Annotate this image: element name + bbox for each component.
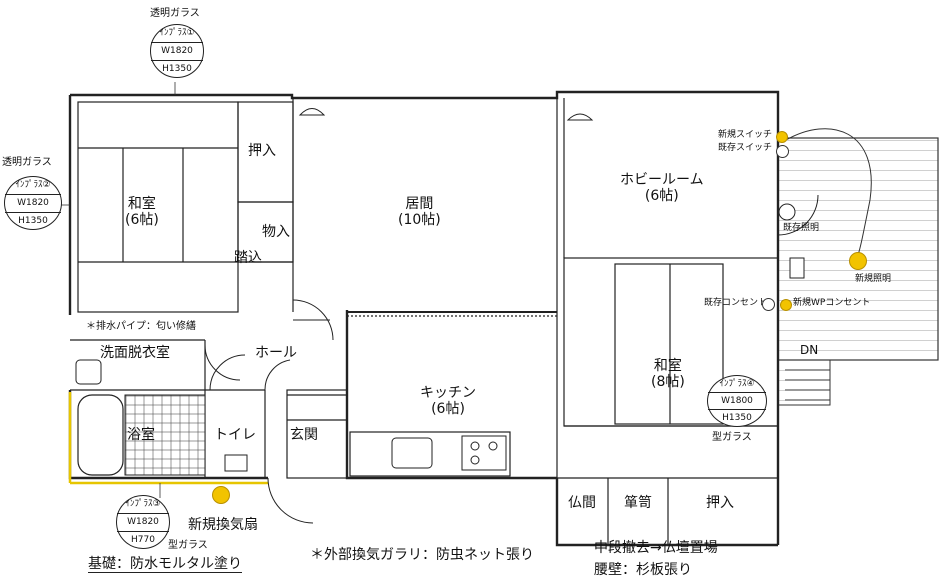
room-size: (6帖)	[125, 212, 159, 229]
old-outlet-marker	[762, 298, 775, 311]
room-name: 居間	[405, 196, 434, 212]
window-left-bubble: ｲﾝﾌﾟﾗｽ② W1820 H1350	[4, 176, 62, 230]
new-outlet-marker	[780, 299, 792, 311]
room-mono-ire: 物入	[262, 224, 290, 240]
window-code: ｲﾝﾌﾟﾗｽ④	[708, 376, 766, 393]
room-size: (6帖)	[644, 188, 679, 205]
bath-tile	[124, 394, 206, 476]
deck	[777, 137, 939, 406]
room-toilet: トイレ	[214, 427, 256, 443]
new-fan-marker	[212, 486, 230, 504]
wash-basin	[75, 359, 102, 385]
wainscot-note: 腰壁：杉板張り	[594, 562, 692, 578]
window-right-bubble: ｲﾝﾌﾟﾗｽ④ W1800 H1350	[707, 375, 767, 427]
window-bottom-note: 型ガラス	[168, 540, 208, 551]
vent-fixture	[298, 108, 326, 116]
window-right-note: 型ガラス	[712, 432, 752, 443]
old-outlet-label: 既存コンセント	[704, 298, 768, 308]
new-light-label: 新規照明	[855, 274, 892, 284]
room-butsuma: 仏間	[568, 495, 596, 511]
room-hobby: ホビールーム (6帖)	[620, 172, 704, 204]
window-height: H1350	[18, 216, 48, 226]
vent-fixture	[566, 113, 594, 121]
new-light-marker	[849, 252, 867, 270]
window-width: W1820	[117, 514, 169, 532]
window-width: W1800	[708, 393, 766, 410]
window-width: W1820	[5, 195, 61, 213]
room-senmen: 洗面脱衣室	[100, 345, 170, 361]
room-ima: 居間 (10帖)	[398, 196, 441, 228]
shelf-note: 中段撤去→仏壇置場	[594, 540, 718, 556]
old-switch-marker	[776, 145, 789, 158]
foundation-note: 基礎：防水モルタル塗り	[88, 556, 242, 574]
room-name: ホビールーム	[620, 172, 704, 188]
window-code: ｲﾝﾌﾟﾗｽ③	[117, 496, 169, 514]
door-handle-circle	[778, 203, 796, 221]
room-oshiire-1: 押入	[248, 143, 276, 159]
inner-walls	[70, 98, 779, 545]
window-height: H770	[131, 535, 155, 545]
room-hall: ホール	[255, 345, 297, 361]
room-name: 和室	[653, 358, 682, 374]
window-code: ｲﾝﾌﾟﾗｽ②	[5, 177, 61, 195]
kitchen-counter	[349, 431, 511, 477]
dn-label: DN	[800, 343, 819, 357]
outer-walls	[68, 90, 780, 547]
new-switch-marker	[776, 131, 788, 143]
room-name: キッチン	[420, 385, 476, 401]
old-light-label: 既存照明	[783, 223, 820, 233]
room-fumikomi: 踏込	[234, 250, 262, 266]
door-swings	[204, 194, 819, 524]
new-switch-label: 新規スイッチ	[718, 130, 773, 140]
window-width: W1820	[151, 43, 203, 61]
window-height: H1350	[162, 64, 192, 74]
old-switch-label: 既存スイッチ	[718, 143, 773, 153]
vent-note: ＊外部換気ガラリ：防虫ネット張り	[310, 547, 534, 563]
existing-light-fixture	[789, 257, 805, 279]
window-height: H1350	[722, 413, 752, 423]
room-yokushitsu: 浴室	[127, 427, 155, 443]
bathtub-shape	[77, 394, 124, 476]
room-tansu: 箪笥	[624, 495, 652, 511]
drain-pipe-note: ＊排水パイプ：匂い修繕	[86, 321, 196, 332]
toilet-fixture	[224, 454, 248, 472]
room-size: (10帖)	[398, 212, 441, 229]
room-washitsu-east: 和室 (8帖)	[651, 358, 685, 390]
room-size: (6帖)	[431, 401, 465, 418]
room-oshiire-2: 押入	[706, 495, 734, 511]
new-wp-outlet-label: 新規WPコンセント	[793, 298, 871, 308]
window-code: ｲﾝﾌﾟﾗｽ①	[151, 25, 203, 43]
room-genkan: 玄関	[290, 427, 318, 443]
room-size: (8帖)	[651, 374, 685, 391]
window-top-bubble: ｲﾝﾌﾟﾗｽ① W1820 H1350	[150, 24, 204, 78]
wiring-line	[785, 128, 872, 259]
room-washitsu-west: 和室 (6帖)	[125, 196, 159, 228]
window-left-title: 透明ガラス	[2, 157, 52, 168]
room-kitchen: キッチン (6帖)	[420, 385, 476, 417]
room-name: 和室	[127, 196, 156, 212]
stairs	[785, 369, 830, 401]
window-bottom-bubble: ｲﾝﾌﾟﾗｽ③ W1820 H770	[116, 495, 170, 549]
new-fan-label: 新規換気扇	[188, 517, 258, 533]
window-top-title: 透明ガラス	[150, 8, 200, 19]
